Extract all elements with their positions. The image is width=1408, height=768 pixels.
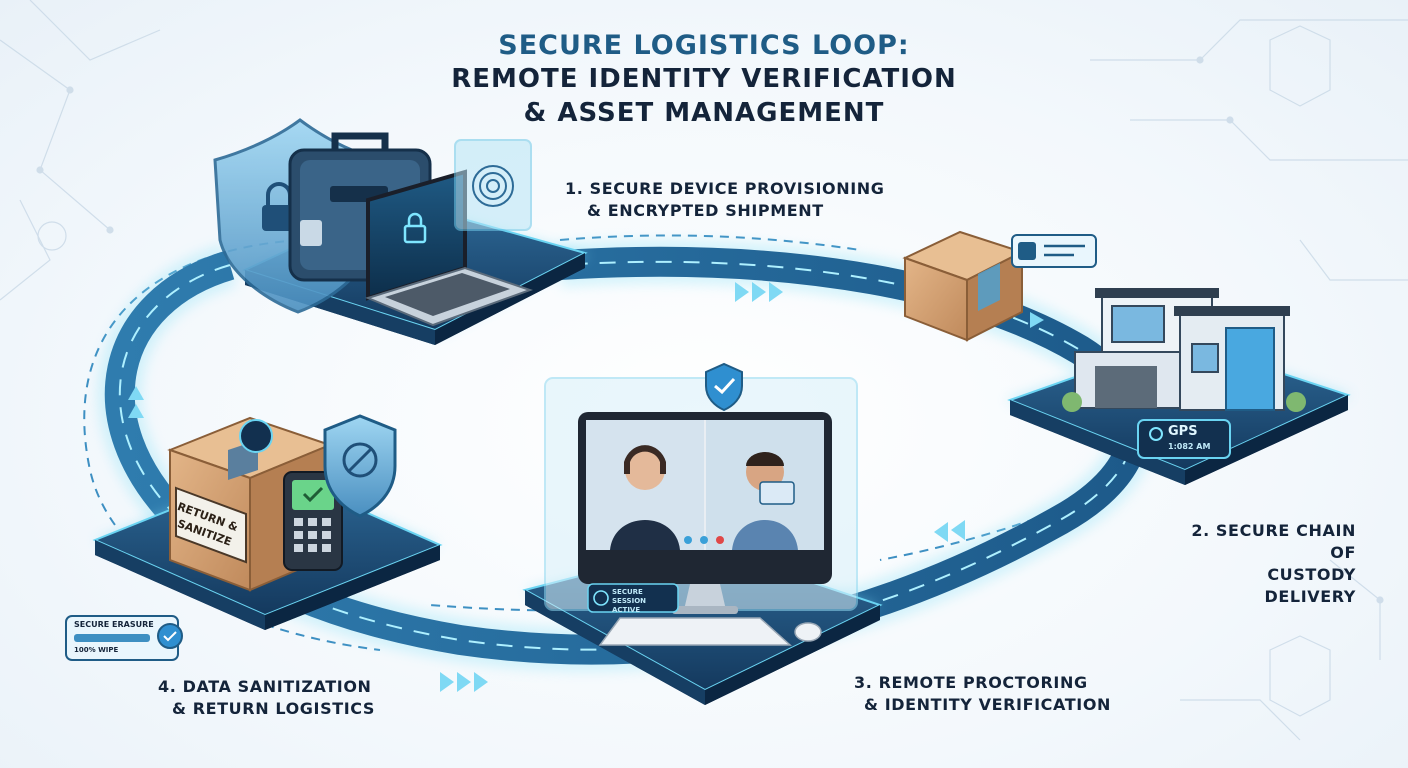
background-circuits <box>0 0 1408 741</box>
title-line-3: & ASSET MANAGEMENT <box>523 98 885 128</box>
step-1-line-2: & ENCRYPTED SHIPMENT <box>587 201 824 220</box>
step-2-line-2: CUSTODY DELIVERY <box>1264 565 1356 606</box>
erasure-title: SECURE ERASURE <box>74 620 154 629</box>
monitor-icon <box>578 412 832 646</box>
flow-chevrons <box>128 282 1044 692</box>
gps-badge <box>1137 419 1231 459</box>
gps-label: GPS <box>1168 424 1198 439</box>
house-icon <box>1062 288 1306 412</box>
step-3-line-1: 3. REMOTE PROCTORING <box>854 673 1088 692</box>
shipping-box-icon <box>902 230 1025 342</box>
step-1-line-1: 1. SECURE DEVICE PROVISIONING <box>565 179 885 198</box>
no-data-shield-icon <box>323 414 397 518</box>
step-3-line-2: & IDENTITY VERIFICATION <box>864 695 1112 714</box>
erasure-value: 100% WIPE <box>74 646 119 654</box>
step-2-line-1: 2. SECURE CHAIN OF <box>1191 521 1356 562</box>
session-label: SECURE SESSION ACTIVE <box>612 588 647 614</box>
step-4-line-1: 4. DATA SANITIZATION <box>158 677 372 696</box>
title-line-1: SECURE LOGISTICS LOOP: <box>498 30 910 61</box>
erasure-badge <box>65 615 183 661</box>
gps-time: 1:082 AM <box>1168 442 1211 451</box>
step-4-label: 4. DATA SANITIZATION & RETURN LOGISTICS <box>158 676 375 720</box>
session-badge <box>587 583 679 613</box>
fingerprint-panel <box>454 139 532 231</box>
payment-terminal-icon <box>283 471 343 571</box>
laptop-lock-icon <box>365 169 534 327</box>
tracking-tag-icon <box>1011 234 1097 268</box>
step-1-label: 1. SECURE DEVICE PROVISIONING & ENCRYPTE… <box>565 178 884 222</box>
title-line-2: REMOTE IDENTITY VERIFICATION <box>451 64 957 94</box>
step-2-label: 2. SECURE CHAIN OF CUSTODY DELIVERY <box>1180 520 1356 608</box>
step-4-line-2: & RETURN LOGISTICS <box>172 699 376 718</box>
verified-shield-icon <box>705 362 743 412</box>
step-3-label: 3. REMOTE PROCTORING & IDENTITY VERIFICA… <box>854 672 1111 716</box>
